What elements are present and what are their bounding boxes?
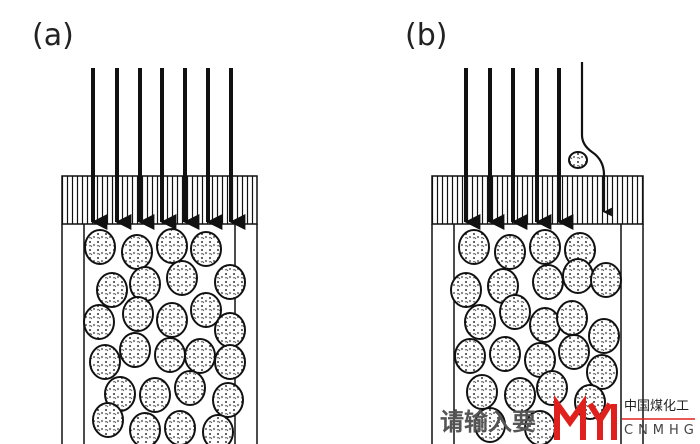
particle — [454, 338, 486, 374]
particle — [84, 229, 116, 265]
particle — [489, 336, 521, 372]
particle — [139, 377, 171, 413]
particle — [190, 231, 222, 267]
particle — [119, 332, 151, 368]
particle — [89, 344, 121, 380]
particle — [156, 302, 188, 338]
particle — [121, 234, 153, 270]
particle — [122, 296, 154, 332]
particle — [212, 382, 244, 418]
particle — [184, 338, 216, 374]
rejected-particle — [568, 151, 588, 169]
panel-a-label: (a) — [32, 18, 74, 53]
particle — [504, 377, 536, 413]
particle — [464, 304, 496, 340]
particle — [83, 304, 115, 340]
particle — [214, 312, 246, 348]
particle — [174, 370, 206, 406]
particle — [166, 260, 198, 296]
deflected-flow-arrow — [580, 62, 612, 217]
particle — [590, 262, 622, 298]
particle — [586, 354, 618, 390]
particle — [190, 292, 222, 328]
particle — [450, 272, 482, 308]
particle — [96, 272, 128, 308]
particle — [458, 229, 490, 265]
particle — [588, 318, 620, 354]
particle — [494, 234, 526, 270]
particle — [154, 337, 186, 373]
watermark-prompt: 请输入要 — [440, 408, 536, 436]
particle — [214, 344, 246, 380]
particle — [202, 414, 234, 444]
particle — [164, 410, 196, 444]
particle — [129, 266, 161, 302]
particle — [562, 258, 594, 294]
particle — [532, 264, 564, 300]
logo-mark — [554, 394, 695, 440]
particle — [92, 402, 124, 438]
particle — [474, 407, 506, 443]
particle — [214, 264, 246, 300]
particle — [556, 300, 588, 336]
particle — [499, 294, 531, 330]
particle — [466, 374, 498, 410]
particle — [529, 307, 561, 343]
particle — [156, 228, 188, 264]
particle — [529, 229, 561, 265]
watermark-org-name: 中国煤化工 — [624, 399, 690, 414]
panel-b-label: (b) — [405, 18, 448, 53]
particle — [536, 370, 568, 406]
particle — [129, 412, 161, 444]
panel-b-diagram — [431, 62, 644, 444]
particle — [558, 334, 590, 370]
panel-a-diagram — [61, 68, 258, 444]
watermark-org-code: CNMHG — [624, 423, 699, 438]
